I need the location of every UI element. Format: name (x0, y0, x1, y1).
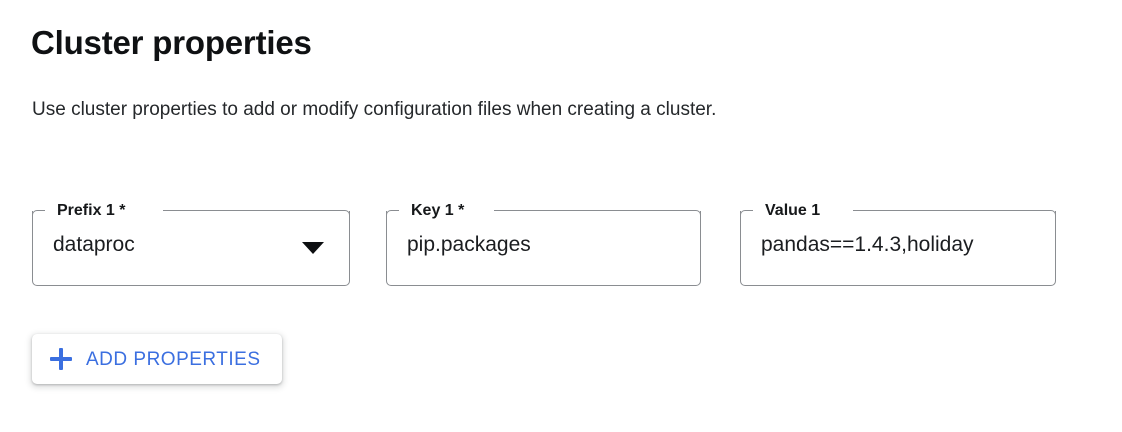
value-field[interactable]: Value 1 pandas==1.4.3,holiday (740, 201, 1056, 286)
key-field-input[interactable]: pip.packages (407, 233, 531, 256)
page-title: Cluster properties (31, 24, 312, 61)
add-properties-button-label: ADD PROPERTIES (86, 348, 261, 370)
prefix-field-label: Prefix 1 * (53, 201, 131, 221)
caret-down-icon[interactable] (302, 242, 324, 254)
value-field-label: Value 1 (761, 201, 826, 221)
key-field-label: Key 1 * (407, 201, 470, 221)
plus-icon (50, 348, 72, 370)
prefix-field-value[interactable]: dataproc (53, 233, 135, 256)
value-field-input[interactable]: pandas==1.4.3,holiday (761, 233, 974, 256)
key-field[interactable]: Key 1 * pip.packages (386, 201, 701, 286)
prefix-field[interactable]: Prefix 1 * dataproc (32, 201, 350, 286)
page-description: Use cluster properties to add or modify … (32, 99, 717, 120)
properties-row: Prefix 1 * dataproc Key 1 * pip.packages… (32, 201, 1056, 286)
add-properties-button[interactable]: ADD PROPERTIES (32, 334, 282, 384)
